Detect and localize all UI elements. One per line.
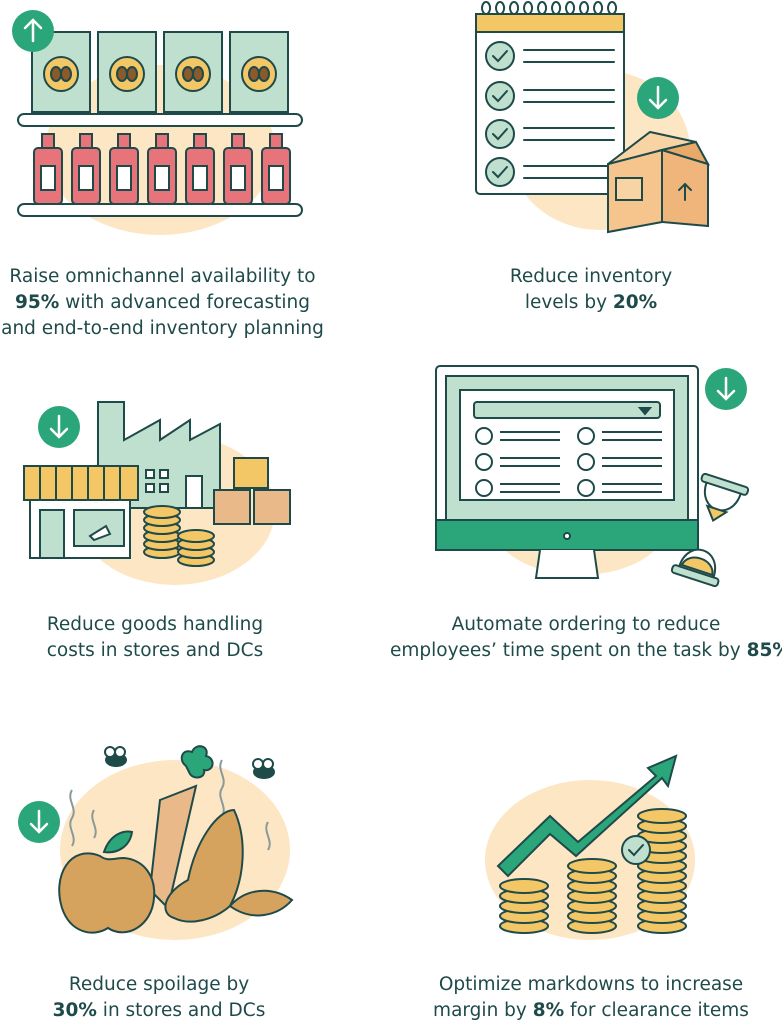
arrow-up-icon bbox=[12, 10, 54, 52]
arrow-down-icon bbox=[18, 801, 60, 843]
benefit-caption: Raise omnichannel availability to 95% wi… bbox=[1, 266, 324, 339]
benefit-caption: Reduce spoilage by 30% in stores and DCs bbox=[52, 974, 266, 1021]
spoiled-food-illustration bbox=[58, 745, 294, 940]
store-factory-illustration bbox=[23, 401, 291, 585]
benefit-markdowns: Optimize markdowns to increase margin by… bbox=[400, 730, 782, 1024]
benefit-caption: Reduce inventory levels by 20% bbox=[509, 266, 673, 313]
coins-trend-illustration bbox=[485, 754, 695, 940]
arrow-down-icon bbox=[637, 77, 679, 119]
arrow-down-icon bbox=[705, 368, 747, 410]
store-shelves-illustration bbox=[17, 31, 303, 235]
benefit-spoilage: Reduce spoilage by 30% in stores and DCs bbox=[0, 730, 330, 1024]
benefit-caption: Reduce goods handling costs in stores an… bbox=[46, 614, 264, 661]
arrow-down-icon bbox=[38, 406, 80, 448]
benefit-availability: Raise omnichannel availability to 95% wi… bbox=[0, 0, 330, 350]
benefit-caption: Optimize markdowns to increase margin by… bbox=[433, 974, 749, 1021]
monitor-hourglass-illustration bbox=[435, 365, 750, 588]
benefit-caption: Automate ordering to reduce employees’ t… bbox=[390, 614, 782, 661]
checklist-box-illustration bbox=[475, 1, 711, 234]
benefit-inventory: Reduce inventory levels by 20% bbox=[400, 0, 782, 350]
benefit-handling: Reduce goods handling costs in stores an… bbox=[0, 360, 330, 680]
trend-up-arrow-icon bbox=[496, 754, 678, 878]
benefit-ordering: Automate ordering to reduce employees’ t… bbox=[390, 360, 782, 680]
